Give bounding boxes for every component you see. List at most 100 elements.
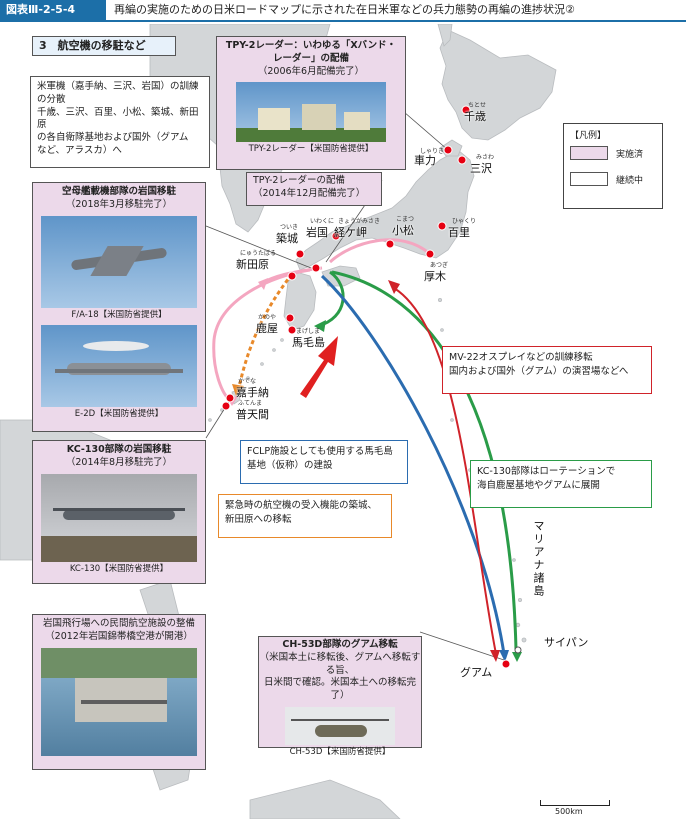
pink-arrow-east <box>328 238 431 264</box>
iwakuni-airport-photo <box>41 647 197 756</box>
mariana-label: マリアナ諸島 <box>532 520 545 598</box>
dispersal-line1: 米軍機（嘉手納、三沢、岩国）の訓練 <box>37 81 199 92</box>
iwakuni-civil-line1: 岩国飛行場への民間航空施設の整備 <box>42 618 195 629</box>
scale-label: 500km <box>555 807 583 816</box>
hyakuri-ruby: ひゃくり <box>452 218 477 225</box>
green-arrow-kanoya <box>317 270 345 328</box>
ch53d-line1: （米国本土に移転後、グアムへ移転する旨、 <box>259 651 421 676</box>
tsuiki-label: 築城 <box>276 232 298 245</box>
shikoku-landmass <box>321 265 361 287</box>
tpy2-2014-line1: TPY-2レーダーの配備 <box>253 175 345 186</box>
kc130-title: KC-130部隊の岩国移駐 <box>66 444 172 455</box>
tpy2-xband-line1: TPY-2レーダー：いわゆる「Xバンド・ <box>225 40 397 51</box>
iwakuni-civil-line2: （2012年岩国錦帯橋空港が開港） <box>45 630 193 642</box>
figure-title: 再編の実施のための日米ロードマップに示された在日米軍などの兵力態勢の再編の進捗状… <box>114 3 575 16</box>
tpy2-xband-line2: レーダー」の配備 <box>272 52 349 64</box>
emergency-callout: 緊急時の航空機の受入機能の築城、 新田原への移転 <box>218 494 392 538</box>
fclp-line1: FCLP施設としても使用する馬毛島 <box>247 446 393 457</box>
new-guinea <box>249 779 401 819</box>
emergency-line1: 緊急時の航空機の受入機能の築城、 <box>225 500 378 511</box>
kc130-photo <box>41 473 197 562</box>
figure-number: 図表Ⅲ-2-5-4 <box>0 0 106 20</box>
honshu-landmass <box>295 149 475 271</box>
kc130-rotation-line1: KC-130部隊はローテーションで <box>477 466 616 477</box>
mv22-line2: 国内および国外（グアム）の演習場などへ <box>449 366 629 378</box>
legend-label-done: 実施済 <box>616 150 644 160</box>
e2d-photo <box>41 325 197 408</box>
atsugi-ruby: あつぎ <box>430 262 449 269</box>
kc130-caption: KC-130【米国防省提供】 <box>69 563 169 574</box>
mv22-callout: MV-22オスプレイなどの訓練移転 国内および国外（グアム）の演習場などへ <box>442 346 652 394</box>
mageshima-ruby: まげしま <box>296 328 321 335</box>
saipan-label: サイパン <box>544 636 589 649</box>
dispersal-line5: など、アラスカ）へ <box>37 145 122 157</box>
carrier-air-wing-box: 空母艦載機部隊の岩国移駐 （2018年3月移駐完了） F/A-18【米国防省提供… <box>32 182 206 432</box>
pink-arrow-south <box>212 268 311 402</box>
kc130-rotation-callout: KC-130部隊はローテーションで 海自鹿屋基地やグアムに展開 <box>470 460 652 508</box>
dispersal-line2: の分散 <box>37 93 66 105</box>
futenma-ruby: ふてんま <box>238 400 263 407</box>
shariki-ruby: しゃりき <box>420 148 445 155</box>
legend-swatch-ongoing <box>570 172 608 186</box>
kadena-label: 嘉手納 <box>236 386 269 399</box>
legend-title: 【凡例】 <box>570 131 607 141</box>
kadena-ruby: かでな <box>238 378 257 385</box>
kc130-box: KC-130部隊の岩国移駐 （2014年8月移駐完了） KC-130【米国防省提… <box>32 440 206 584</box>
e2d-caption: E-2D【米国防省提供】 <box>74 409 164 420</box>
hyakuri-label: 百里 <box>448 226 470 239</box>
tpy2-radar-photo <box>236 82 386 143</box>
misawa-ruby: みさわ <box>476 154 495 161</box>
komatsu-ruby: こまつ <box>396 216 415 223</box>
training-dispersal-box: 米軍機（嘉手納、三沢、岩国）の訓練 の分散 千歳、三沢、百里、小松、築城、新田原… <box>30 76 210 168</box>
figure-header: 図表Ⅲ-2-5-4 再編の実施のための日米ロードマップに示された在日米軍などの兵… <box>0 0 686 22</box>
scale-bar <box>540 800 610 806</box>
dispersal-line4: の各自衛隊基地および国外（グアム <box>37 132 189 144</box>
chitose-ruby: ちとせ <box>468 102 487 109</box>
nyutabaru-ruby: にゅうたばる <box>240 250 277 257</box>
tpy2-xband-box: TPY-2レーダー：いわゆる「Xバンド・ レーダー」の配備 （2006年6月配備… <box>216 36 406 170</box>
fa18-caption: F/A-18【米国防省提供】 <box>71 309 167 320</box>
kc130-rotation-line2: 海自鹿屋基地やグアムに展開 <box>477 480 600 492</box>
red-arrow-guam <box>393 287 497 655</box>
kc130-date: （2014年8月移駐完了） <box>65 456 173 468</box>
shariki-label: 車力 <box>414 154 436 167</box>
dispersal-line3: 千歳、三沢、百里、小松、築城、新田原 <box>37 106 199 131</box>
section-title: 3 航空機の移駐など <box>32 36 176 56</box>
guam-label: グアム <box>460 666 493 679</box>
carrier-date: （2018年3月移駐完了） <box>65 198 173 210</box>
ch53d-line2: 日米間で確認。米国本土への移転完了） <box>263 677 416 702</box>
fclp-callout: FCLP施設としても使用する馬毛島 基地（仮称）の建設 <box>240 440 408 484</box>
legend: 【凡例】 実施済 継続中 <box>563 123 663 209</box>
kanoya-label: 鹿屋 <box>256 322 278 335</box>
tpy2-2014-box: TPY-2レーダーの配備 （2014年12月配備完了） <box>246 172 382 206</box>
fclp-line2: 基地（仮称）の建設 <box>247 460 333 472</box>
futenma-label: 普天間 <box>236 408 269 421</box>
tpy2-xband-caption: TPY-2レーダー【米国防省提供】 <box>248 144 374 155</box>
ch53d-title: CH-53D部隊のグアム移転 <box>282 639 398 650</box>
mageshima-arrow <box>300 336 338 398</box>
tpy2-2014-line2: （2014年12月配備完了） <box>253 187 366 199</box>
emergency-line2: 新田原への移転 <box>225 514 292 526</box>
legend-label-ongoing: 継続中 <box>616 176 644 186</box>
hokkaido-landmass <box>439 29 557 141</box>
ch53d-caption: CH-53D【米国防省提供】 <box>289 747 391 758</box>
blue-arrow-guam <box>320 274 506 655</box>
atsugi-label: 厚木 <box>424 270 446 283</box>
kanoya-ruby: かのや <box>258 314 277 321</box>
nyutabaru-label: 新田原 <box>236 258 269 271</box>
carrier-title: 空母艦載機部隊の岩国移駐 <box>61 186 176 197</box>
mv22-line1: MV-22オスプレイなどの訓練移転 <box>449 352 593 363</box>
fa18-photo <box>41 215 197 308</box>
ch53d-box: CH-53D部隊のグアム移転 （米国本土に移転後、グアムへ移転する旨、 日米間で… <box>258 636 422 757</box>
tpy2-xband-date: （2006年6月配備完了） <box>257 65 365 77</box>
iwakuni-label: 岩国 <box>306 226 328 239</box>
misawa-label: 三沢 <box>470 162 492 175</box>
mageshima-label: 馬毛島 <box>292 336 325 349</box>
kyogamisaki-ruby: きょうがみさき <box>338 218 381 225</box>
chitose-label: 千歳 <box>464 110 486 123</box>
orange-arrow <box>236 273 294 393</box>
tsuiki-ruby: ついき <box>280 224 299 231</box>
iwakuni-civil-box: 岩国飛行場への民間航空施設の整備 （2012年岩国錦帯橋空港が開港） <box>32 614 206 770</box>
kyogamisaki-label: 経ケ岬 <box>334 226 367 239</box>
komatsu-label: 小松 <box>392 224 414 237</box>
